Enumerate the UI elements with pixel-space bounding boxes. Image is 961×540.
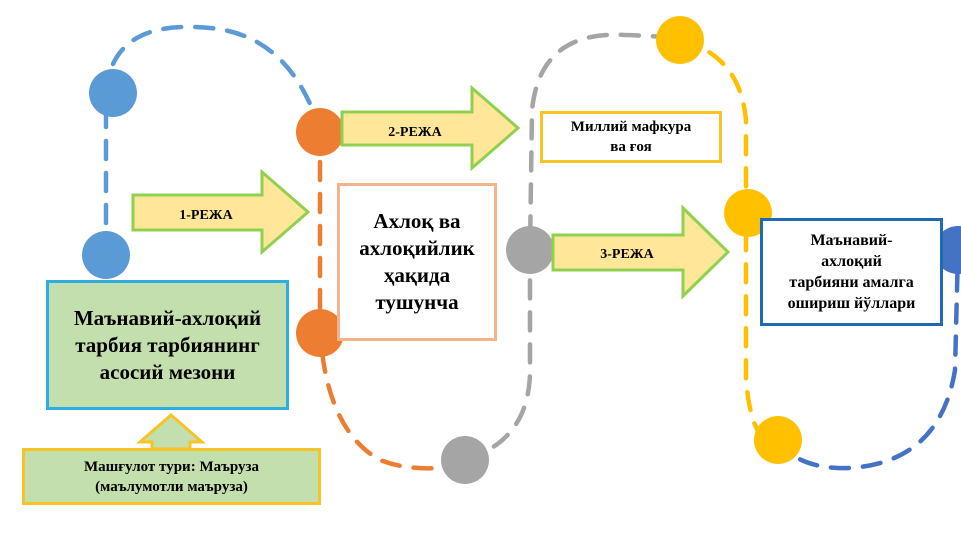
path-darkblue-segment xyxy=(772,247,961,471)
lesson-type-box: Машғулот тури: Маъруза (маълумотли маъру… xyxy=(22,448,321,505)
path-blue-segment xyxy=(103,24,323,258)
arrow-stage1-label: 1-РЕЖА xyxy=(179,208,233,223)
main-criterion-box: Маънавий-ахлоқий тарбия тарбиянинг асоси… xyxy=(46,280,289,410)
morality-concept-box: Ахлоқ ва ахлоқийлик ҳақида тушунча xyxy=(337,183,497,341)
arrow-stage2-label: 2-РЕЖА xyxy=(388,125,442,140)
arrow-stage3-label: 3-РЕЖА xyxy=(600,247,654,262)
yellow-dot-top xyxy=(656,16,704,64)
path-orange-segment xyxy=(317,127,443,471)
blue-dot-bottom xyxy=(82,231,130,279)
blue-dot-top xyxy=(89,69,137,117)
arrow-stage2 xyxy=(340,84,521,172)
arrow-stage1 xyxy=(131,168,311,256)
gray-dot-bottom xyxy=(441,436,489,484)
implementation-ways-box: Маънавий- ахлоқий тарбияни амалга ошириш… xyxy=(760,218,943,326)
gray-dot-middle xyxy=(506,226,554,274)
yellow-dot-bottom xyxy=(754,416,802,464)
arrow-stage3 xyxy=(551,204,731,300)
path-gray-segment xyxy=(462,32,683,463)
orange-dot-top xyxy=(296,108,344,156)
arrow-up-to-main xyxy=(135,413,207,451)
national-ideology-box: Миллий мафкура ва ғоя xyxy=(540,111,722,163)
orange-dot-bottom xyxy=(296,309,344,357)
